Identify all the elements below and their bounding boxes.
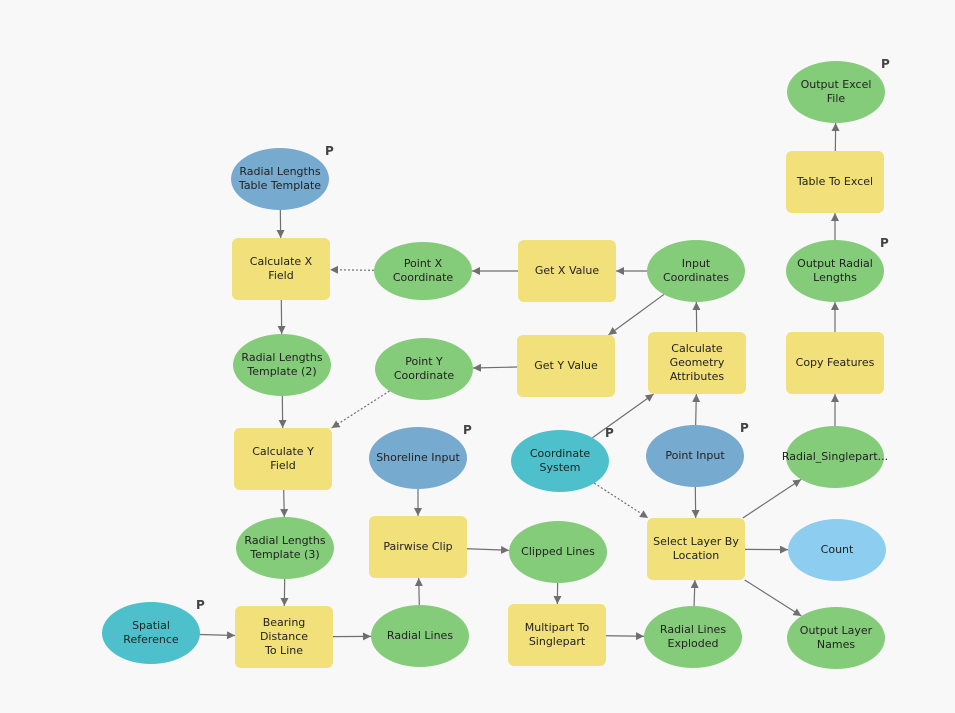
node-point-x-coordinate[interactable]: Point X Coordinate bbox=[374, 242, 472, 300]
node-copy-features[interactable]: Copy Features bbox=[786, 332, 884, 394]
parameter-marker: P bbox=[881, 57, 890, 71]
connector-select-layer-by-location-to-radial-singlepart bbox=[742, 478, 802, 519]
node-radial-lines-exploded[interactable]: Radial Lines Exploded bbox=[644, 606, 742, 668]
node-get-y-value[interactable]: Get Y Value bbox=[517, 335, 615, 397]
connector-point-input-to-calculate-geometry-attributes bbox=[692, 393, 701, 426]
node-get-x-value[interactable]: Get X Value bbox=[518, 240, 616, 302]
connector-pairwise-clip-to-clipped-lines bbox=[466, 545, 510, 554]
parameter-marker: P bbox=[463, 423, 472, 437]
node-input-coordinates[interactable]: Input Coordinates bbox=[647, 240, 745, 302]
node-point-input[interactable]: Point Input bbox=[646, 425, 744, 487]
connector-multipart-to-singlepart-to-radial-lines-exploded bbox=[605, 632, 645, 641]
node-select-layer-by-location[interactable]: Select Layer By Location bbox=[647, 518, 745, 580]
node-count[interactable]: Count bbox=[788, 519, 886, 581]
connector-layer bbox=[199, 122, 840, 641]
node-output-layer-names[interactable]: Output Layer Names bbox=[787, 607, 885, 669]
node-radial-singlepart[interactable]: Radial_Singlepart... bbox=[782, 426, 888, 488]
connector-radial-lines-exploded-to-select-layer-by-location bbox=[690, 579, 699, 607]
node-radial-lengths-template-3[interactable]: Radial Lengths Template (3) bbox=[236, 517, 334, 579]
node-output-radial-lengths[interactable]: Output Radial Lengths bbox=[786, 240, 884, 302]
node-multipart-to-singlepart[interactable]: Multipart To Singlepart bbox=[508, 604, 606, 666]
connector-calculate-y-field-to-radial-lengths-template-3 bbox=[280, 489, 289, 518]
parameter-marker: P bbox=[196, 598, 205, 612]
node-point-y-coordinate[interactable]: Point Y Coordinate bbox=[375, 338, 473, 400]
node-output-excel-file[interactable]: Output Excel File bbox=[787, 61, 885, 123]
node-radial-lengths-template-2[interactable]: Radial Lengths Template (2) bbox=[233, 334, 331, 396]
node-clipped-lines[interactable]: Clipped Lines bbox=[509, 521, 607, 583]
node-spatial-reference[interactable]: Spatial Reference bbox=[102, 602, 200, 664]
node-calculate-x-field[interactable]: Calculate X Field bbox=[232, 238, 330, 300]
connector-get-y-value-to-point-y-coordinate bbox=[472, 363, 518, 372]
node-calculate-geometry-attributes[interactable]: Calculate Geometry Attributes bbox=[648, 332, 746, 394]
node-shoreline-input[interactable]: Shoreline Input bbox=[369, 427, 467, 489]
node-pairwise-clip[interactable]: Pairwise Clip bbox=[369, 516, 467, 578]
connector-point-y-coordinate-to-calculate-y-field bbox=[331, 390, 390, 429]
connector-radial-lines-to-pairwise-clip bbox=[414, 577, 423, 606]
node-radial-lines[interactable]: Radial Lines bbox=[371, 605, 469, 667]
connector-coordinate-system-to-select-layer-by-location bbox=[593, 482, 649, 519]
node-coordinate-system[interactable]: Coordinate System bbox=[511, 430, 609, 492]
parameter-marker: P bbox=[325, 144, 334, 158]
node-calculate-y-field[interactable]: Calculate Y Field bbox=[234, 428, 332, 490]
parameter-marker: P bbox=[740, 421, 749, 435]
node-table-to-excel[interactable]: Table To Excel bbox=[786, 151, 884, 213]
node-bearing-distance-to-line[interactable]: Bearing Distance To Line bbox=[235, 606, 333, 668]
parameter-marker: P bbox=[605, 426, 614, 440]
parameter-marker: P bbox=[880, 236, 889, 250]
node-radial-lengths-table-template[interactable]: Radial Lengths Table Template bbox=[231, 148, 329, 210]
connector-spatial-reference-to-bearing-distance-to-line bbox=[199, 631, 236, 640]
connector-coordinate-system-to-calculate-geometry-attributes bbox=[592, 393, 655, 439]
connector-input-coordinates-to-get-y-value bbox=[608, 293, 665, 336]
connector-select-layer-by-location-to-output-layer-names bbox=[744, 579, 802, 617]
connector-point-x-coordinate-to-calculate-x-field bbox=[329, 265, 375, 274]
